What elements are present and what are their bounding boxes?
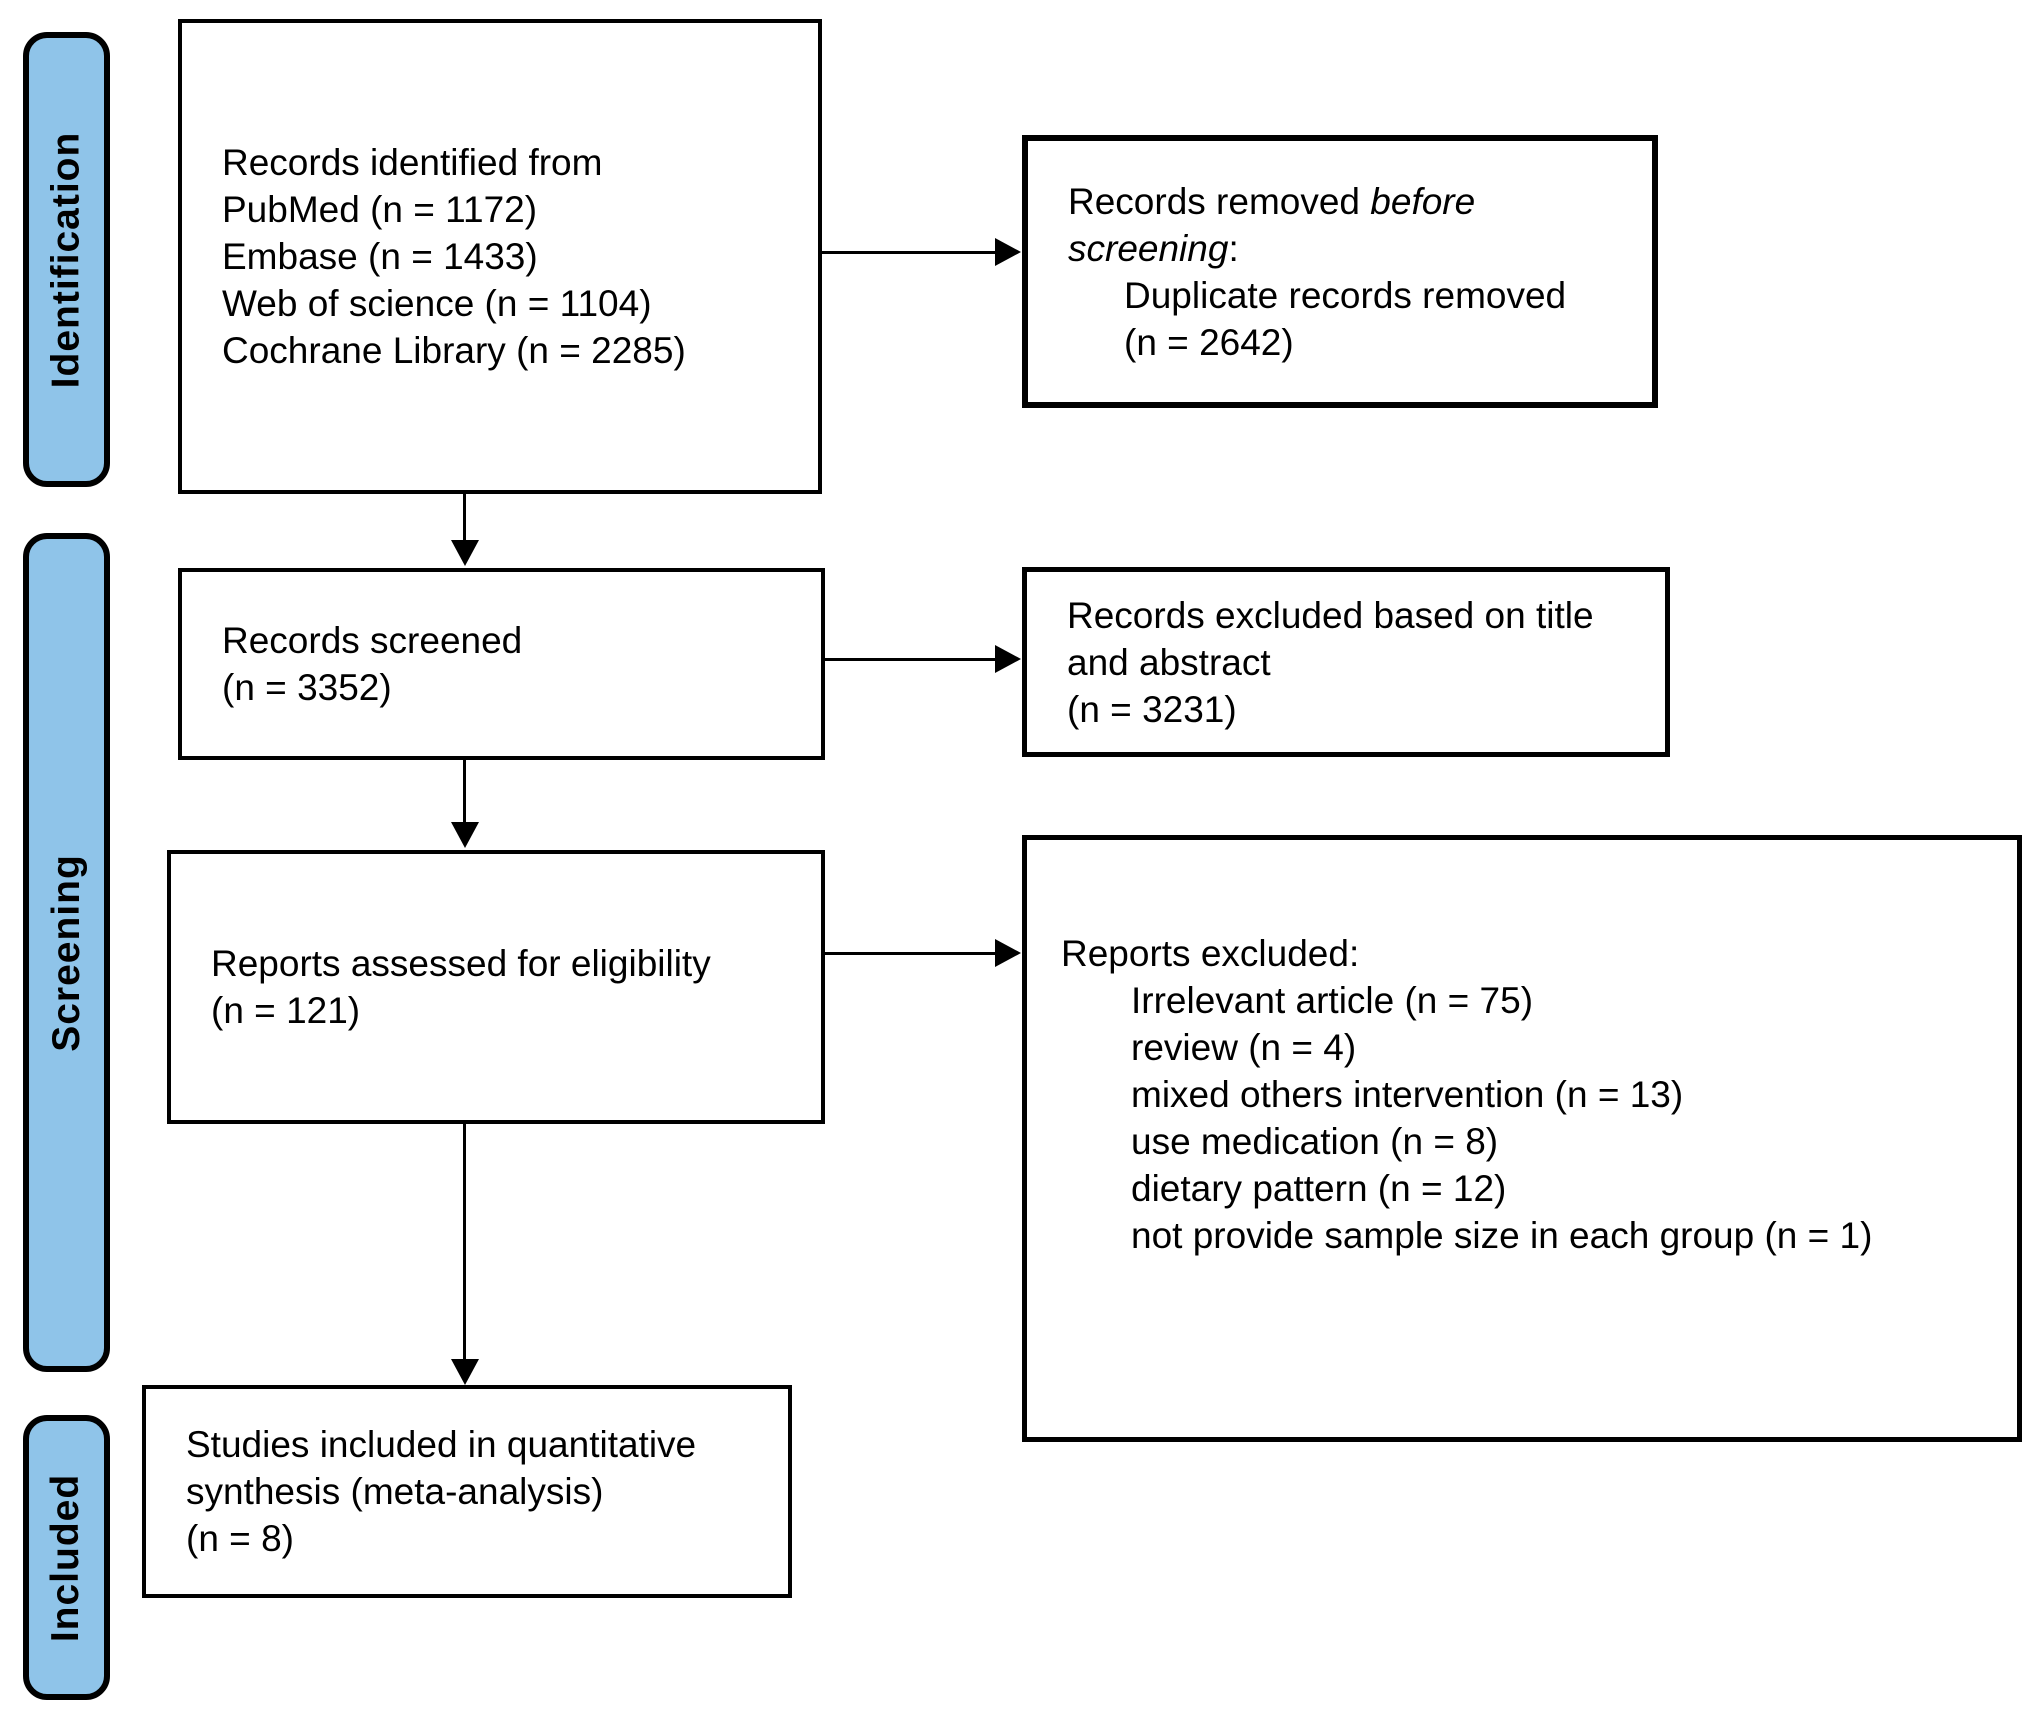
arrowhead-right-icon: [995, 238, 1021, 266]
arrowhead-down-icon: [451, 540, 479, 566]
text-line: Embase (n = 1433): [222, 236, 538, 277]
text-line: Web of science (n = 1104): [222, 283, 652, 324]
text-line: mixed others intervention (n = 13): [1131, 1074, 1684, 1115]
arrowhead-right-icon: [995, 645, 1021, 673]
box-records-excluded-title-abstract: Records excluded based on title and abstr…: [1022, 567, 1670, 757]
text-line: Reports assessed for eligibility: [211, 943, 711, 984]
stage-tab-included: Included: [23, 1415, 110, 1700]
text-line: Cochrane Library (n = 2285): [222, 330, 686, 371]
text-line: screening:: [1068, 227, 1239, 269]
text-line: use medication (n = 8): [1131, 1121, 1499, 1162]
box-records-screened-text: Records screened (n = 3352): [222, 617, 821, 711]
box-reports-excluded-text: Reports excluded: Irrelevant article (n =…: [1061, 930, 2007, 1259]
text-line: Records excluded based on title: [1067, 594, 1594, 636]
box-records-screened: Records screened (n = 3352): [178, 568, 825, 760]
arrow-line: [825, 952, 997, 955]
arrowhead-down-icon: [451, 1359, 479, 1385]
text-line: Irrelevant article (n = 75): [1131, 980, 1534, 1021]
text-line: and abstract: [1067, 641, 1271, 683]
text-line: Records identified from: [222, 142, 603, 183]
arrow-line: [463, 1124, 466, 1361]
arrow-line: [825, 658, 997, 661]
box-reports-excluded: Reports excluded: Irrelevant article (n =…: [1022, 835, 2022, 1442]
box-records-removed-text: Records removed before screening: Duplicat…: [1068, 178, 1652, 366]
text-line: Duplicate records removed: [1124, 274, 1567, 316]
text-line: Reports excluded:: [1061, 933, 1360, 974]
stage-tab-identification: Identification: [23, 32, 110, 487]
text-line: (n = 8): [186, 1518, 294, 1559]
box-studies-included: Studies included in quantitative synthesi…: [142, 1385, 792, 1598]
text-line: (n = 3352): [222, 667, 392, 708]
box-reports-assessed: Reports assessed for eligibility (n = 121…: [167, 850, 825, 1124]
arrow-line: [463, 760, 466, 824]
stage-tab-screening: Screening: [23, 533, 110, 1372]
text-line: PubMed (n = 1172): [222, 189, 538, 230]
arrowhead-right-icon: [995, 939, 1021, 967]
arrow-line: [463, 494, 466, 544]
stage-label-screening: Screening: [44, 853, 88, 1052]
box-reports-assessed-text: Reports assessed for eligibility (n = 121…: [211, 940, 821, 1034]
text-line: Studies included in quantitative: [186, 1424, 697, 1465]
text-line: (n = 3231): [1067, 688, 1237, 730]
stage-label-identification: Identification: [44, 131, 88, 388]
text-line: synthesis (meta-analysis): [186, 1471, 604, 1512]
text-line: review (n = 4): [1131, 1027, 1357, 1068]
box-records-removed-before-screening: Records removed before screening: Duplicat…: [1022, 135, 1658, 408]
text-line: Records removed before: [1068, 180, 1476, 222]
arrow-line: [822, 251, 996, 254]
text-line: dietary pattern (n = 12): [1131, 1168, 1507, 1209]
text-line: not provide sample size in each group (n…: [1131, 1215, 1873, 1256]
text-line: (n = 2642): [1124, 321, 1294, 363]
arrowhead-down-icon: [451, 822, 479, 848]
text-line: (n = 121): [211, 990, 361, 1031]
box-studies-included-text: Studies included in quantitative synthesi…: [186, 1421, 788, 1562]
text-line: Records screened: [222, 620, 523, 661]
stage-label-included: Included: [44, 1473, 88, 1642]
box-records-excluded-title-abstract-text: Records excluded based on title and abstr…: [1067, 592, 1665, 733]
